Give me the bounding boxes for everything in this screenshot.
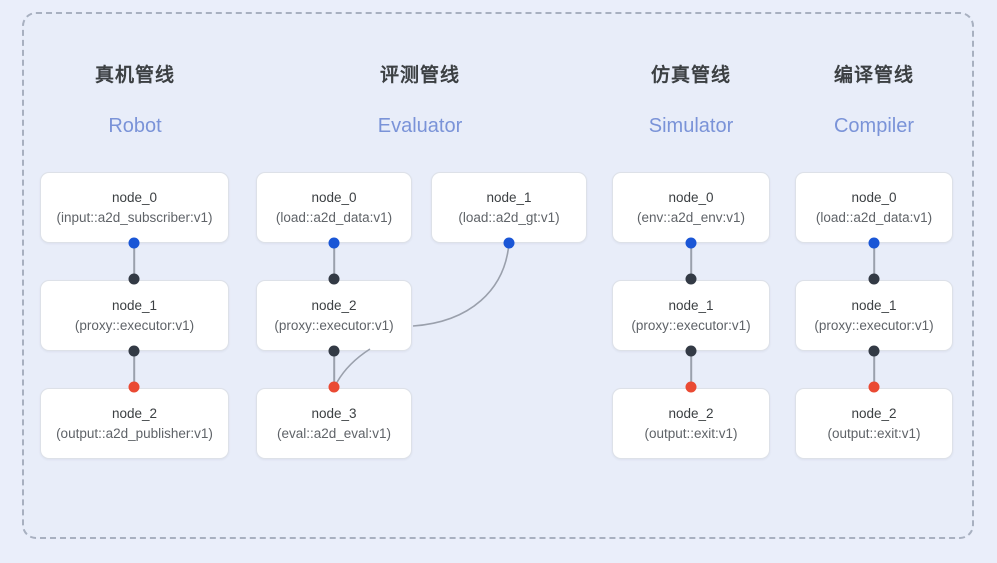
port-input-evaluator-3[interactable] <box>328 381 340 393</box>
port-relay-in-simulator-1[interactable] <box>685 273 697 285</box>
node-card-robot-2[interactable]: node_2 (output::a2d_publisher:v1) <box>40 388 229 459</box>
node-card-simulator-1[interactable]: node_1 (proxy::executor:v1) <box>612 280 770 351</box>
port-input-robot-2[interactable] <box>128 381 140 393</box>
node-id: node_1 <box>111 297 158 313</box>
port-relay-in-evaluator-2[interactable] <box>328 273 340 285</box>
port-relay-out-evaluator-2[interactable] <box>328 345 340 357</box>
node-id: node_1 <box>486 189 532 205</box>
node-type: (proxy::executor:v1) <box>274 317 394 333</box>
port-input-simulator-2[interactable] <box>685 381 697 393</box>
link-compiler-1-2 <box>873 350 875 388</box>
port-output-robot-0[interactable] <box>128 237 140 249</box>
node-id: node_2 <box>668 405 714 421</box>
node-type: (env::a2d_env:v1) <box>636 209 746 225</box>
node-card-evaluator-0[interactable]: node_0 (load::a2d_data:v1) <box>256 172 412 243</box>
link-simulator-1-2 <box>690 350 692 388</box>
node-id: node_0 <box>851 189 897 205</box>
node-id: node_2 <box>111 405 158 421</box>
node-card-simulator-0[interactable]: node_0 (env::a2d_env:v1) <box>612 172 770 243</box>
link-compiler-0-1 <box>873 242 875 280</box>
port-relay-out-robot-1[interactable] <box>128 345 140 357</box>
node-type: (proxy::executor:v1) <box>74 317 195 333</box>
link-evaluator-0-2 <box>333 242 335 280</box>
port-output-simulator-0[interactable] <box>685 237 697 249</box>
port-input-compiler-2[interactable] <box>868 381 880 393</box>
node-id: node_1 <box>851 297 897 313</box>
link-robot-1-2 <box>133 350 135 388</box>
node-card-evaluator-3[interactable]: node_3 (eval::a2d_eval:v1) <box>256 388 412 459</box>
node-id: node_0 <box>668 189 714 205</box>
node-card-simulator-2[interactable]: node_2 (output::exit:v1) <box>612 388 770 459</box>
node-card-compiler-1[interactable]: node_1 (proxy::executor:v1) <box>795 280 953 351</box>
node-card-robot-1[interactable]: node_1 (proxy::executor:v1) <box>40 280 229 351</box>
node-id: node_1 <box>668 297 714 313</box>
diagram-frame <box>22 12 974 539</box>
node-card-compiler-2[interactable]: node_2 (output::exit:v1) <box>795 388 953 459</box>
link-evaluator-2-3 <box>333 350 335 388</box>
node-id: node_3 <box>311 405 357 421</box>
node-id: node_0 <box>111 189 158 205</box>
node-type: (load::a2d_gt:v1) <box>458 209 560 225</box>
node-card-robot-0[interactable]: node_0 (input::a2d_subscriber:v1) <box>40 172 229 243</box>
node-type: (proxy::executor:v1) <box>814 317 934 333</box>
node-type: (proxy::executor:v1) <box>631 317 751 333</box>
node-type: (eval::a2d_eval:v1) <box>276 425 392 441</box>
port-output-compiler-0[interactable] <box>868 237 880 249</box>
node-type: (output::exit:v1) <box>644 425 738 441</box>
node-type: (output::exit:v1) <box>827 425 921 441</box>
node-card-compiler-0[interactable]: node_0 (load::a2d_data:v1) <box>795 172 953 243</box>
node-type: (load::a2d_data:v1) <box>275 209 393 225</box>
node-id: node_2 <box>311 297 357 313</box>
node-id: node_0 <box>311 189 357 205</box>
node-card-evaluator-1[interactable]: node_1 (load::a2d_gt:v1) <box>431 172 587 243</box>
node-id: node_2 <box>851 405 897 421</box>
node-type: (input::a2d_subscriber:v1) <box>56 209 213 225</box>
node-type: (output::a2d_publisher:v1) <box>56 425 213 441</box>
port-output-evaluator-1[interactable] <box>503 237 515 249</box>
node-type: (load::a2d_data:v1) <box>815 209 933 225</box>
port-relay-out-compiler-1[interactable] <box>868 345 880 357</box>
link-simulator-0-1 <box>690 242 692 280</box>
port-relay-in-compiler-1[interactable] <box>868 273 880 285</box>
link-robot-0-1 <box>133 242 135 280</box>
port-relay-out-simulator-1[interactable] <box>685 345 697 357</box>
node-card-evaluator-2[interactable]: node_2 (proxy::executor:v1) <box>256 280 412 351</box>
port-output-evaluator-0[interactable] <box>328 237 340 249</box>
port-relay-in-robot-1[interactable] <box>128 273 140 285</box>
